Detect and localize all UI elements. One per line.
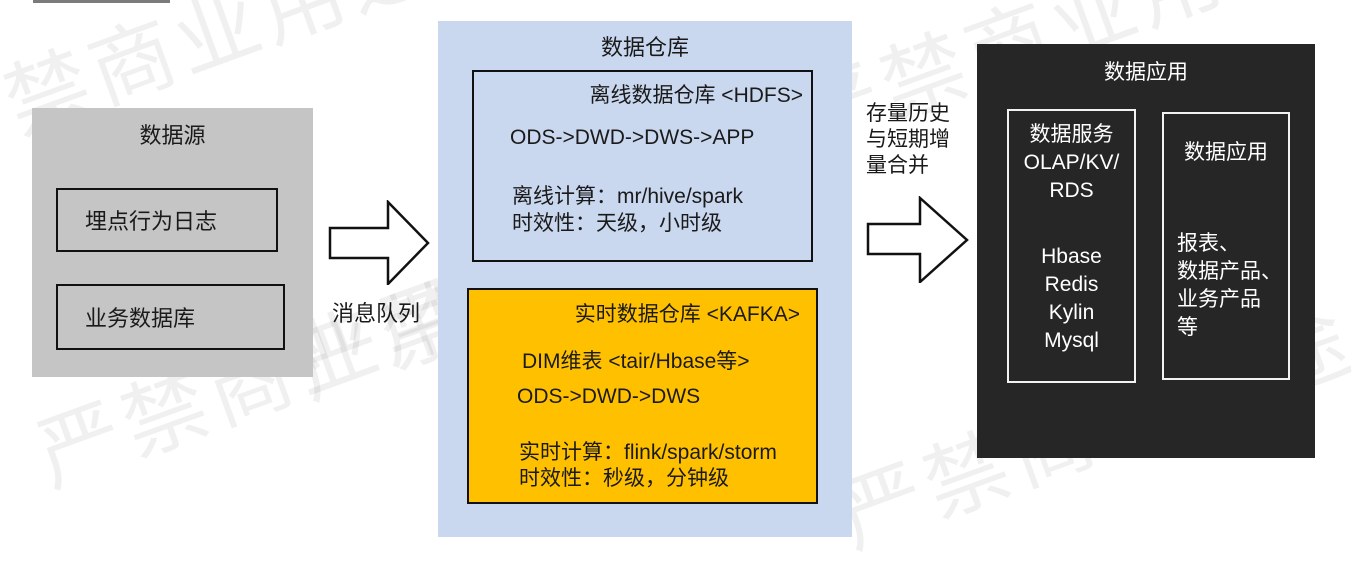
- business-product-label: 业务产品: [1177, 288, 1261, 311]
- realtime-warehouse-title: 实时数据仓库 <KAFKA>: [574, 303, 800, 326]
- etc-label: 等: [1177, 316, 1198, 339]
- spacer: [1009, 205, 1134, 243]
- offline-compute-line: 离线计算：mr/hive/spark: [512, 185, 744, 208]
- box-business-db: 业务数据库: [56, 284, 285, 350]
- box-offline-warehouse: 离线数据仓库 <HDFS> ODS->DWD->DWS->APP 离线计算：mr…: [472, 70, 813, 262]
- offline-warehouse-title: 离线数据仓库 <HDFS>: [589, 84, 803, 107]
- realtime-latency-line: 时效性：秒级，分钟级: [519, 467, 729, 490]
- offline-latency-line: 时效性：天级，小时级: [512, 212, 722, 235]
- realtime-flow-line: ODS->DWD->DWS: [517, 385, 701, 408]
- realtime-compute-line: 实时计算：flink/spark/storm: [519, 441, 777, 464]
- panel-data-application: 数据应用 数据服务 OLAP/KV/ RDS Hbase Redis Kylin…: [977, 44, 1315, 458]
- data-application-title: 数据应用: [1104, 61, 1188, 84]
- hbase-label: Hbase: [1041, 245, 1102, 268]
- merge-label-line: 存量历史: [866, 102, 950, 125]
- merge-label-line: 与短期增: [866, 128, 950, 151]
- panel-data-warehouse: 数据仓库 离线数据仓库 <HDFS> ODS->DWD->DWS->APP 离线…: [438, 21, 852, 537]
- data-product-label: 数据产品、: [1177, 260, 1282, 283]
- box-data-app: 数据应用 报表、 数据产品、 业务产品 等: [1162, 112, 1290, 380]
- report-label: 报表、: [1177, 232, 1240, 255]
- arrow-right-icon: [866, 196, 969, 283]
- dim-table-line: DIM维表 <tair/Hbase等>: [522, 350, 750, 373]
- data-service-label: 数据服务: [1029, 123, 1114, 146]
- data-app-title: 数据应用: [1184, 141, 1268, 164]
- arrow-right-icon: [328, 200, 430, 285]
- business-db-label: 业务数据库: [85, 306, 196, 331]
- merge-label: 存量历史 与短期增 量合并: [866, 101, 950, 179]
- box-tracking-log: 埋点行为日志: [56, 188, 278, 252]
- redis-label: Redis: [1044, 273, 1099, 296]
- rds-label: RDS: [1049, 179, 1094, 202]
- panel-data-source: 数据源 埋点行为日志 业务数据库: [32, 108, 313, 377]
- data-warehouse-title: 数据仓库: [600, 35, 689, 60]
- mysql-label: Mysql: [1044, 329, 1099, 352]
- data-app-lines: 报表、 数据产品、 业务产品 等: [1177, 230, 1282, 342]
- box-data-service: 数据服务 OLAP/KV/ RDS Hbase Redis Kylin Mysq…: [1007, 109, 1136, 383]
- offline-flow-line: ODS->DWD->DWS->APP: [510, 126, 755, 149]
- data-source-title: 数据源: [139, 123, 206, 148]
- olap-kv-label: OLAP/KV/: [1023, 151, 1120, 174]
- merge-label-line: 量合并: [866, 154, 929, 177]
- tracking-log-label: 埋点行为日志: [85, 209, 218, 234]
- top-edge-line: [33, 0, 170, 3]
- message-queue-label: 消息队列: [332, 301, 421, 326]
- kylin-label: Kylin: [1048, 301, 1095, 324]
- box-realtime-warehouse: 实时数据仓库 <KAFKA> DIM维表 <tair/Hbase等> ODS->…: [467, 288, 818, 504]
